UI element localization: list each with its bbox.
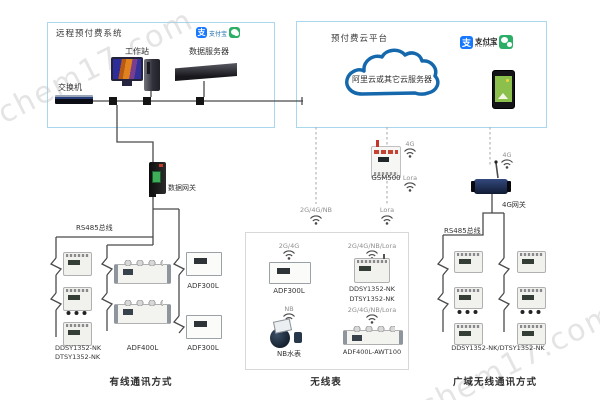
lan-bus xyxy=(92,81,303,162)
wireless-dev3-label: NB水表 xyxy=(276,350,302,358)
wireless-section-label: 无线表 xyxy=(310,377,342,388)
ellipsis-dots xyxy=(66,310,541,315)
wechat-icon xyxy=(499,35,513,49)
monitor-screen xyxy=(113,59,141,79)
gsm-lora-label: Lora xyxy=(402,174,418,182)
din-meter xyxy=(454,323,483,345)
gateway-4g-device xyxy=(471,179,511,194)
gsm500-device xyxy=(371,140,401,178)
alipay-icon: 支 xyxy=(196,27,207,38)
remote-system-box xyxy=(47,22,275,128)
alipay-label: 支付宝 xyxy=(209,31,228,38)
adf300l-label-2: ADF300L xyxy=(187,344,219,352)
wan-meters-label: DDSY1352-NK/DTSY1352-NK xyxy=(451,344,545,352)
din-meter xyxy=(63,287,92,311)
wan-section-label: 广域无线通讯方式 xyxy=(452,377,537,388)
data-server-label: 数据服务器 xyxy=(189,47,229,56)
wireless-dev1-label: ADF300L xyxy=(273,287,305,295)
adf300l-box xyxy=(186,252,222,276)
rs485-wired-bus xyxy=(49,197,186,337)
switch-device xyxy=(55,95,93,104)
wifi-icon xyxy=(381,215,393,225)
data-server-device xyxy=(175,63,237,81)
alipay-sub-label: ALIPAY xyxy=(475,44,496,49)
wifi-icon xyxy=(501,159,513,169)
wireless-dev2a-label: DDSY1352-NK xyxy=(348,285,396,293)
gateway-screen xyxy=(152,171,161,183)
downlink-left-label: 2G/4G/NB xyxy=(299,206,333,214)
phone-device xyxy=(492,70,515,109)
gateway-4g-label: 4G网关 xyxy=(502,201,526,209)
downlink-mid-label: Lora xyxy=(379,206,395,214)
wifi-icon xyxy=(366,314,378,324)
wired-section-label: 有线通讯方式 xyxy=(109,377,173,388)
phone-screen xyxy=(495,76,512,102)
meter-antenna xyxy=(383,254,385,259)
water-meter-cap xyxy=(272,318,293,334)
wired-meter-label-1: DDSY1352-NK xyxy=(55,344,102,352)
nb-water-meter xyxy=(268,318,302,348)
gsm500-label: GSM500 xyxy=(371,174,401,182)
water-meter-handle xyxy=(294,332,302,343)
adf400l-awt100-meter xyxy=(343,326,403,345)
adf300l-box xyxy=(186,315,222,339)
wifi-icon xyxy=(310,215,322,225)
gsm-display xyxy=(378,157,389,162)
wireless-sig1-label: 2G/4G xyxy=(278,242,300,250)
cloud-shape xyxy=(345,48,440,96)
rs485-wan-bus xyxy=(436,162,511,332)
wireless-sig2-label: 2G/4G/NB/Lora xyxy=(347,242,397,250)
cloud-platform-title: 预付费云平台 xyxy=(331,34,389,44)
adf300l-wireless-box xyxy=(269,262,311,284)
remote-system-title: 远程预付费系统 xyxy=(56,29,123,39)
din-meter xyxy=(517,323,546,345)
data-gateway-device xyxy=(149,162,166,194)
gsm-4g-label: 4G xyxy=(405,140,415,148)
din-meter xyxy=(517,251,546,273)
cloud-graphic xyxy=(345,48,440,96)
adf400l-meter xyxy=(114,300,171,324)
din-meter xyxy=(63,322,92,346)
workstation-label: 工作站 xyxy=(125,47,149,56)
adf300l-label-1: ADF300L xyxy=(187,282,219,290)
wireless-dev4-label: ADF400L-AWT100 xyxy=(342,348,402,356)
antenna-tip xyxy=(494,160,498,164)
rs485-wired-label: RS485总线 xyxy=(76,224,113,232)
gsm-led-bar xyxy=(374,150,398,154)
wechat-icon xyxy=(229,27,240,38)
cloud-downlinks xyxy=(315,127,491,204)
wireless-meter-box xyxy=(245,232,409,370)
wired-meter-label-2: DTSY1352-NK xyxy=(55,353,101,361)
downlink-right-label: 4G xyxy=(502,151,512,159)
wireless-sig4-label: 2G/4G/NB/Lora xyxy=(347,306,397,314)
bus-nodes xyxy=(109,97,204,197)
wifi-icon xyxy=(404,148,416,158)
din-meter xyxy=(454,251,483,273)
alipay-icon: 支 xyxy=(460,36,473,49)
cloud-server-label: 阿里云或其它云服务器 xyxy=(352,75,432,84)
adf400l-meter xyxy=(114,260,171,284)
wireless-dev2b-label: DTSY1352-NK xyxy=(349,295,395,303)
cloud-platform-box xyxy=(296,21,547,128)
din-meter-wireless xyxy=(354,254,390,283)
alipay-label: 支付宝 xyxy=(475,37,498,46)
wifi-icon xyxy=(283,250,295,260)
wireless-sig3-label: NB xyxy=(284,305,294,313)
wifi-icon xyxy=(404,182,416,192)
rs485-wan-label: RS485总线 xyxy=(444,227,481,235)
gsm-terminals xyxy=(374,172,398,175)
adf400l-label: ADF400L xyxy=(126,344,159,352)
data-gateway-label: 数据网关 xyxy=(168,184,196,192)
din-meter xyxy=(454,287,483,309)
din-meter xyxy=(517,287,546,309)
din-meter xyxy=(63,252,92,276)
workstation-monitor xyxy=(111,57,143,86)
workstation-tower xyxy=(144,59,160,91)
switch-label: 交换机 xyxy=(58,83,82,92)
